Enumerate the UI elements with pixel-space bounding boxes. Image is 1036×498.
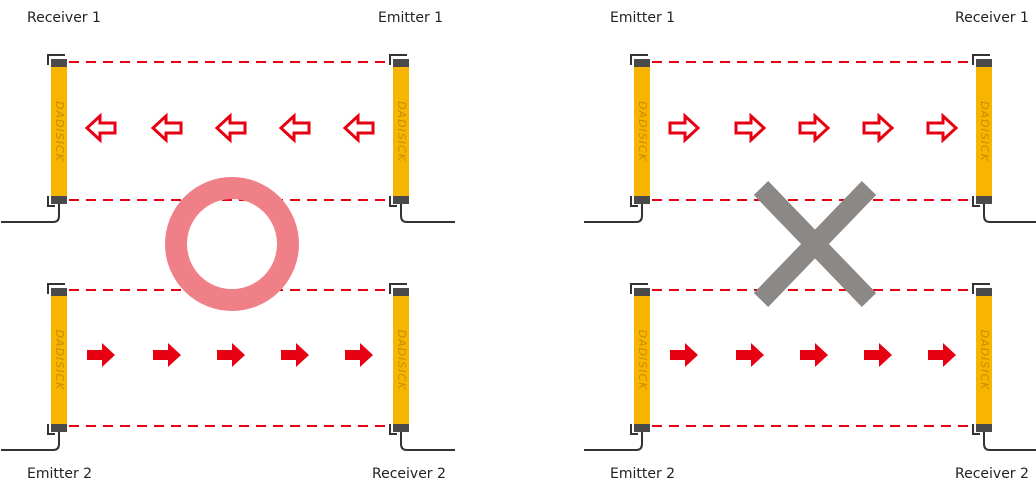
- light-curtain-top-left: DADISICK: [584, 54, 650, 223]
- sensor-cap: [976, 59, 992, 67]
- brand-text: DADISICK: [978, 330, 991, 391]
- brand-text: DADISICK: [636, 330, 649, 391]
- mount-bracket: [47, 54, 65, 65]
- sensor-cable: [584, 204, 643, 223]
- sensor-cap: [51, 288, 67, 296]
- light-curtain-bottom-right: DADISICK: [389, 283, 455, 451]
- mount-bracket: [389, 283, 407, 294]
- beam-direction-arrow: [928, 343, 956, 367]
- sensor-cap: [976, 196, 992, 204]
- beam-direction-arrow: [670, 343, 698, 367]
- light-curtain-bottom-right: DADISICK: [972, 283, 1036, 451]
- label-emitter-1: Emitter 1: [378, 10, 444, 26]
- beam-direction-arrow: [342, 112, 375, 144]
- sensor-cap: [393, 196, 409, 204]
- beam-direction-arrow: [278, 112, 311, 144]
- brand-text: DADISICK: [636, 101, 649, 162]
- beam-direction-arrow: [150, 112, 183, 144]
- sensor-body: [51, 296, 67, 424]
- sensor-cable: [983, 204, 1036, 223]
- beam-direction-arrow: [214, 112, 247, 144]
- beam-direction-arrow: [84, 112, 117, 144]
- label-receiver-1: Receiver 1: [27, 10, 101, 26]
- beam-direction-arrow: [864, 343, 892, 367]
- sensor-cable: [1, 432, 60, 451]
- beam-direction-arrow: [217, 343, 245, 367]
- sensor-body: [51, 67, 67, 196]
- sensor-body: [634, 67, 650, 196]
- mount-bracket: [630, 54, 648, 65]
- mount-bracket: [972, 283, 990, 294]
- light-curtain-top-right: DADISICK: [972, 54, 1036, 223]
- sensor-body: [634, 296, 650, 424]
- sensor-cap: [51, 424, 67, 432]
- sensor-cap: [634, 424, 650, 432]
- mount-bracket: [47, 283, 65, 294]
- sensor-cap: [51, 59, 67, 67]
- brand-text: DADISICK: [53, 101, 66, 162]
- label-receiver-2: Receiver 2: [955, 466, 1029, 482]
- sensor-cable: [400, 204, 455, 223]
- beam-direction-arrow: [800, 343, 828, 367]
- mount-bracket: [972, 424, 980, 435]
- correct-circle-mark: [165, 177, 299, 311]
- brand-text: DADISICK: [395, 101, 408, 162]
- sensor-cap: [393, 59, 409, 67]
- mount-bracket: [389, 424, 397, 435]
- sensor-cap: [634, 196, 650, 204]
- mount-bracket: [389, 196, 397, 207]
- beam-direction-arrow: [926, 112, 959, 144]
- sensor-body: [976, 296, 992, 424]
- brand-text: DADISICK: [395, 330, 408, 391]
- label-emitter-2: Emitter 2: [27, 466, 93, 482]
- label-emitter-2: Emitter 2: [610, 466, 676, 482]
- mount-bracket: [47, 424, 55, 435]
- sensor-cap: [634, 59, 650, 67]
- incorrect-cross-mark: [753, 181, 877, 307]
- sensor-cap: [976, 288, 992, 296]
- sensor-body: [393, 67, 409, 196]
- mount-bracket: [389, 54, 407, 65]
- beam-direction-arrow: [87, 343, 115, 367]
- mount-bracket: [630, 196, 638, 207]
- brand-text: DADISICK: [978, 101, 991, 162]
- beam-direction-arrow: [798, 112, 831, 144]
- light-curtain-top-left: DADISICK: [1, 54, 67, 223]
- label-receiver-2: Receiver 2: [372, 466, 446, 482]
- cross-stroke: [753, 181, 877, 307]
- beam-direction-arrow: [736, 343, 764, 367]
- light-curtain-top-right: DADISICK: [389, 54, 455, 223]
- beam-direction-arrow: [668, 112, 701, 144]
- mount-bracket: [630, 283, 648, 294]
- sensor-cable: [983, 432, 1036, 451]
- sensor-body: [976, 67, 992, 196]
- sensor-cap: [393, 424, 409, 432]
- light-curtain-bottom-left: DADISICK: [584, 283, 650, 451]
- sensor-cable: [400, 432, 455, 451]
- beam-direction-arrow: [734, 112, 767, 144]
- beam-direction-arrow: [345, 343, 373, 367]
- beam-direction-arrow: [281, 343, 309, 367]
- sensor-cap: [51, 196, 67, 204]
- beam-direction-arrow: [153, 343, 181, 367]
- label-emitter-1: Emitter 1: [610, 10, 676, 26]
- light-curtain-bottom-left: DADISICK: [1, 283, 67, 451]
- mount-bracket: [630, 424, 638, 435]
- mount-bracket: [972, 54, 990, 65]
- sensor-cap: [976, 424, 992, 432]
- mount-bracket: [972, 196, 980, 207]
- mount-bracket: [47, 196, 55, 207]
- sensor-body: [393, 296, 409, 424]
- sensor-cap: [393, 288, 409, 296]
- sensor-cable: [1, 204, 60, 223]
- brand-text: DADISICK: [53, 330, 66, 391]
- sensor-cap: [634, 288, 650, 296]
- sensor-cable: [584, 432, 643, 451]
- beam-direction-arrow: [862, 112, 895, 144]
- label-receiver-1: Receiver 1: [955, 10, 1029, 26]
